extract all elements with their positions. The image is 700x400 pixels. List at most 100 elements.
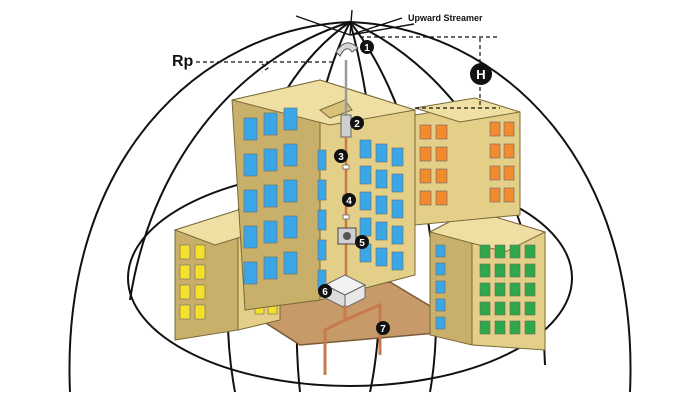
window [435, 244, 446, 258]
window [489, 187, 501, 203]
callout-7: 7 [376, 321, 390, 335]
window [317, 239, 327, 261]
window [494, 301, 506, 316]
window [419, 124, 432, 140]
callout-5: 5 [355, 235, 369, 249]
back-building-windows [419, 121, 515, 206]
window [435, 280, 446, 294]
callout-markers: 1 2 3 4 5 6 7 [318, 40, 390, 335]
window [263, 112, 278, 136]
window [435, 298, 446, 312]
upward-streamer-label: Upward Streamer [408, 13, 483, 23]
window [179, 284, 191, 300]
rp-label: Rp [172, 53, 194, 70]
rp-measure [196, 61, 335, 73]
callout-1: 1 [360, 40, 374, 54]
callout-circle [360, 40, 374, 54]
air-terminal [335, 42, 359, 138]
window [435, 124, 448, 140]
window [194, 284, 206, 300]
window [509, 282, 521, 297]
callout-number: 5 [359, 238, 365, 249]
right-building [428, 209, 547, 351]
window [479, 301, 491, 316]
window [375, 169, 388, 189]
window [435, 146, 448, 162]
window [489, 143, 501, 159]
window [503, 187, 515, 203]
window [435, 316, 446, 330]
window [283, 143, 298, 167]
window [194, 264, 206, 280]
callout-number: 6 [322, 287, 328, 298]
window [509, 244, 521, 259]
window [494, 282, 506, 297]
callout-number: 2 [354, 119, 360, 130]
callout-number: 1 [364, 43, 370, 54]
callout-circle [342, 193, 356, 207]
window [243, 189, 258, 213]
callout-circle [334, 149, 348, 163]
window [194, 244, 206, 260]
window [263, 184, 278, 208]
lightning-counter [337, 227, 357, 245]
window [435, 168, 448, 184]
window [243, 153, 258, 177]
window [494, 320, 506, 335]
callout-number: 3 [338, 152, 344, 163]
window [494, 244, 506, 259]
window [391, 173, 404, 193]
dome-meridian-5 [129, 21, 351, 301]
window [419, 168, 432, 184]
callout-circle [376, 321, 390, 335]
window [435, 262, 446, 276]
main-building-windows [243, 107, 404, 291]
window [524, 320, 536, 335]
window [263, 256, 278, 280]
window [419, 146, 432, 162]
window [435, 190, 448, 206]
window [419, 190, 432, 206]
callout-number: 4 [346, 196, 352, 207]
callout-6: 6 [318, 284, 332, 298]
window [179, 304, 191, 320]
window [359, 191, 372, 211]
h-marker: H [470, 63, 492, 85]
window [243, 261, 258, 285]
callout-3: 3 [334, 149, 348, 163]
callout-4: 4 [342, 193, 356, 207]
window [359, 165, 372, 185]
callout-circle [350, 116, 364, 130]
window [283, 215, 298, 239]
window [359, 139, 372, 159]
window [391, 147, 404, 167]
window [524, 244, 536, 259]
window [489, 165, 501, 181]
window [317, 149, 327, 171]
callout-2: 2 [350, 116, 364, 130]
window [283, 107, 298, 131]
window [494, 263, 506, 278]
window [503, 121, 515, 137]
window [479, 320, 491, 335]
main-building [231, 79, 416, 311]
window [524, 282, 536, 297]
window [179, 264, 191, 280]
window [263, 220, 278, 244]
right-building-windows [435, 244, 536, 335]
window [479, 263, 491, 278]
window [263, 148, 278, 172]
window [479, 244, 491, 259]
window [283, 251, 298, 275]
window [359, 217, 372, 237]
window [375, 247, 388, 267]
window [489, 121, 501, 137]
window [391, 225, 404, 245]
window [503, 143, 515, 159]
back-building [414, 97, 521, 226]
window [391, 199, 404, 219]
window [524, 263, 536, 278]
window [375, 195, 388, 215]
window [179, 244, 191, 260]
